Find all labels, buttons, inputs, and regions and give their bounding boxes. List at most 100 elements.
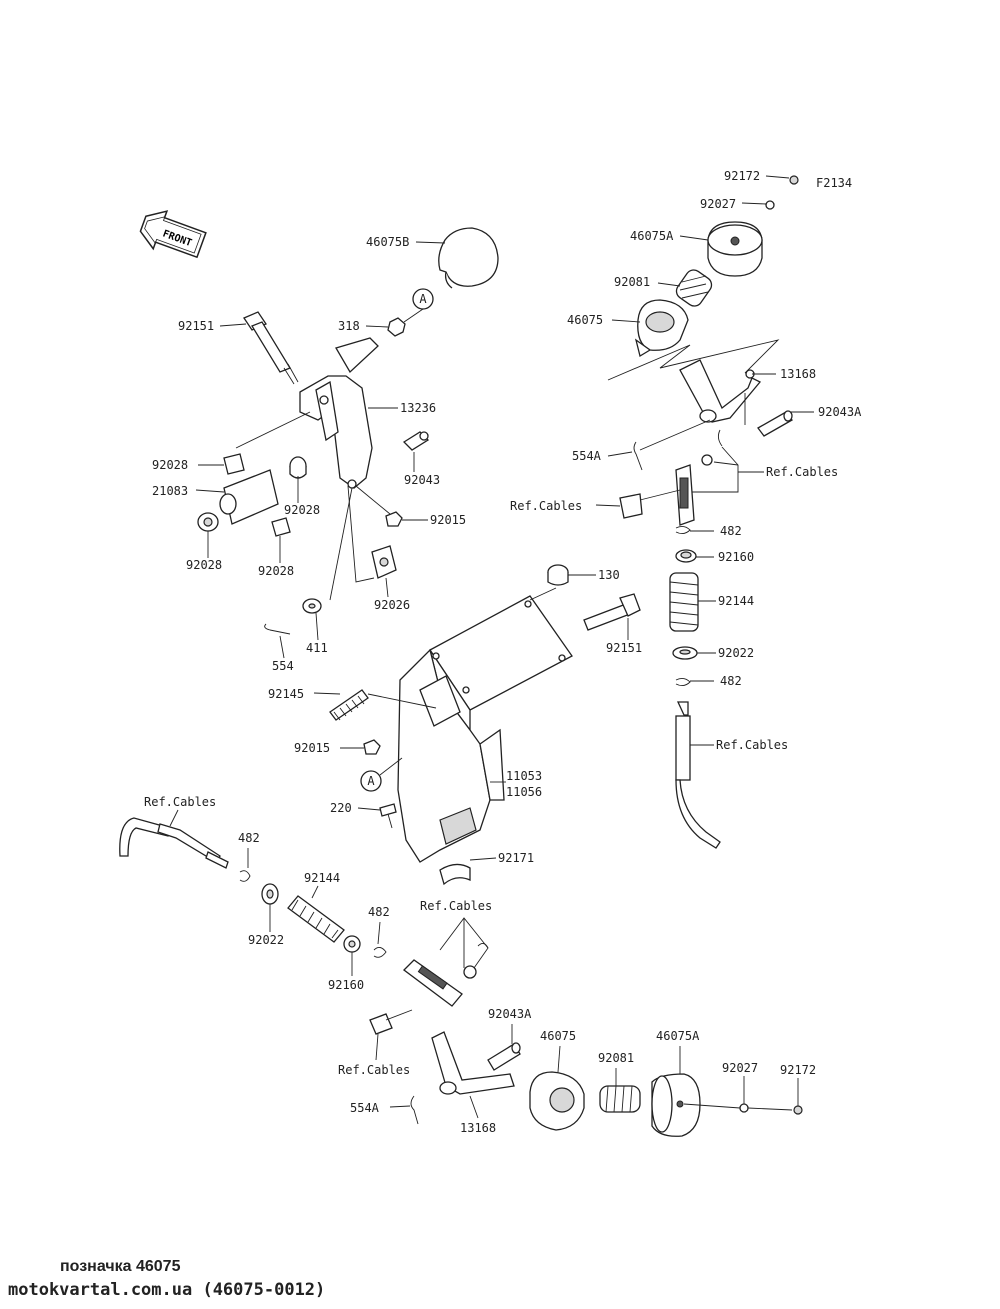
label-46075A-top: 46075A (630, 229, 674, 243)
label-refcables-1: Ref.Cables (766, 465, 838, 479)
front-arrow-icon: FRONT (139, 210, 207, 259)
label-92151-r: 92151 (606, 641, 642, 655)
label-92081-top: 92081 (614, 275, 650, 289)
label-318: 318 (338, 319, 360, 333)
label-130: 130 (598, 568, 620, 582)
bushing-92028-a (223, 453, 245, 475)
callout-a-bottom-text: A (367, 774, 375, 788)
label-92027-top: 92027 (700, 197, 736, 211)
spring-92081-bottom (599, 1085, 641, 1113)
label-92022-r: 92022 (718, 646, 754, 660)
footer-title: позначка 46075 (60, 1258, 181, 1275)
label-21083: 21083 (152, 484, 188, 498)
cup-46075-top (634, 299, 689, 358)
label-92160-r: 92160 (718, 550, 754, 564)
bracket-92026 (371, 545, 397, 579)
clip-554 (264, 623, 291, 635)
label-482-1: 482 (720, 524, 742, 538)
spring-92144-l (287, 895, 345, 943)
cable-right (675, 701, 721, 849)
pin-ref-cables-top (619, 489, 681, 519)
bolt-92151-l (243, 311, 299, 385)
nut-318 (387, 317, 406, 337)
label-554A-b: 554A (350, 1101, 380, 1115)
label-482-2: 482 (720, 674, 742, 688)
label-13236: 13236 (400, 401, 436, 415)
label-92015-a: 92015 (430, 513, 466, 527)
label-92171: 92171 (498, 851, 534, 865)
label-92043: 92043 (404, 473, 440, 487)
clip-554A-bottom (410, 1095, 419, 1125)
eclip-482-2 (675, 677, 691, 687)
label-refcables-5: Ref.Cables (420, 899, 492, 913)
label-92144-r: 92144 (718, 594, 754, 608)
label-46075-b: 46075 (540, 1029, 576, 1043)
nut-92015-b (363, 739, 381, 755)
collar-92027-bottom (739, 1103, 749, 1113)
label-46075-top: 46075 (567, 313, 603, 327)
eclip-482-3 (239, 870, 251, 882)
label-482-4: 482 (368, 905, 390, 919)
label-92043A-top: 92043A (818, 405, 862, 419)
label-554: 554 (272, 659, 294, 673)
label-92028-a: 92028 (152, 458, 188, 472)
screw-92172-top (789, 175, 799, 185)
screw-220 (379, 803, 397, 829)
clip-92171 (439, 863, 471, 886)
label-46075B: 46075B (366, 235, 409, 249)
bracket-11053 (397, 595, 573, 863)
knob-46075A-top (707, 221, 763, 277)
lever-13168-bottom (431, 1031, 515, 1095)
nut-130 (547, 564, 569, 586)
label-92145: 92145 (268, 687, 304, 701)
label-92015-b: 92015 (294, 741, 330, 755)
footer-site: motokvartal.com.ua (46075-0012) (8, 1280, 326, 1300)
label-220: 220 (330, 801, 352, 815)
bolt-92151-r (583, 593, 641, 631)
lever-13236 (299, 337, 379, 489)
label-92172-top: 92172 (724, 169, 760, 183)
block-21083 (219, 469, 279, 525)
pin-92043 (402, 431, 430, 451)
label-92081-b: 92081 (598, 1051, 634, 1065)
clevis-bottom (403, 943, 489, 1007)
nut-92015-a (385, 511, 403, 527)
label-refcables-3: Ref.Cables (716, 738, 788, 752)
spring-92081-top (675, 269, 713, 307)
lever-13168-top (679, 359, 762, 423)
label-92151-l: 92151 (178, 319, 214, 333)
label-92172-b: 92172 (780, 1063, 816, 1077)
diagram-code: F2134 (816, 176, 852, 190)
label-refcables-6: Ref.Cables (338, 1063, 410, 1077)
screw-92172-bottom (793, 1105, 803, 1115)
label-92028-c: 92028 (186, 558, 222, 572)
spring-92145 (329, 689, 369, 721)
cable-left (119, 817, 229, 869)
label-11053: 11053 (506, 769, 542, 783)
label-92028-b: 92028 (284, 503, 320, 517)
label-554A-top: 554A (572, 449, 602, 463)
eclip-482-1 (675, 525, 691, 535)
clip-554A-top (633, 441, 643, 471)
label-13168-b: 13168 (460, 1121, 496, 1135)
label-refcables-2: Ref.Cables (510, 499, 582, 513)
cup-46075-bottom (529, 1071, 585, 1131)
label-92028-d: 92028 (258, 564, 294, 578)
label-92026: 92026 (374, 598, 410, 612)
bushing-92028-c (197, 512, 219, 532)
bushing-92028-d (271, 517, 291, 537)
spring-92144-r (669, 572, 699, 632)
pin-ref-cables-bottom (369, 1009, 413, 1035)
pin-92043A-top (757, 410, 793, 437)
label-482-3: 482 (238, 831, 260, 845)
callout-a-bottom (360, 770, 382, 792)
bushing-92028-b (289, 456, 307, 479)
label-11056: 11056 (506, 785, 542, 799)
label-92144-l: 92144 (304, 871, 340, 885)
pin-92043A-bottom (487, 1042, 521, 1071)
label-411: 411 (306, 641, 328, 655)
label-46075A-b: 46075A (656, 1029, 700, 1043)
clevis-top (675, 429, 723, 526)
label-92043A-b: 92043A (488, 1007, 532, 1021)
